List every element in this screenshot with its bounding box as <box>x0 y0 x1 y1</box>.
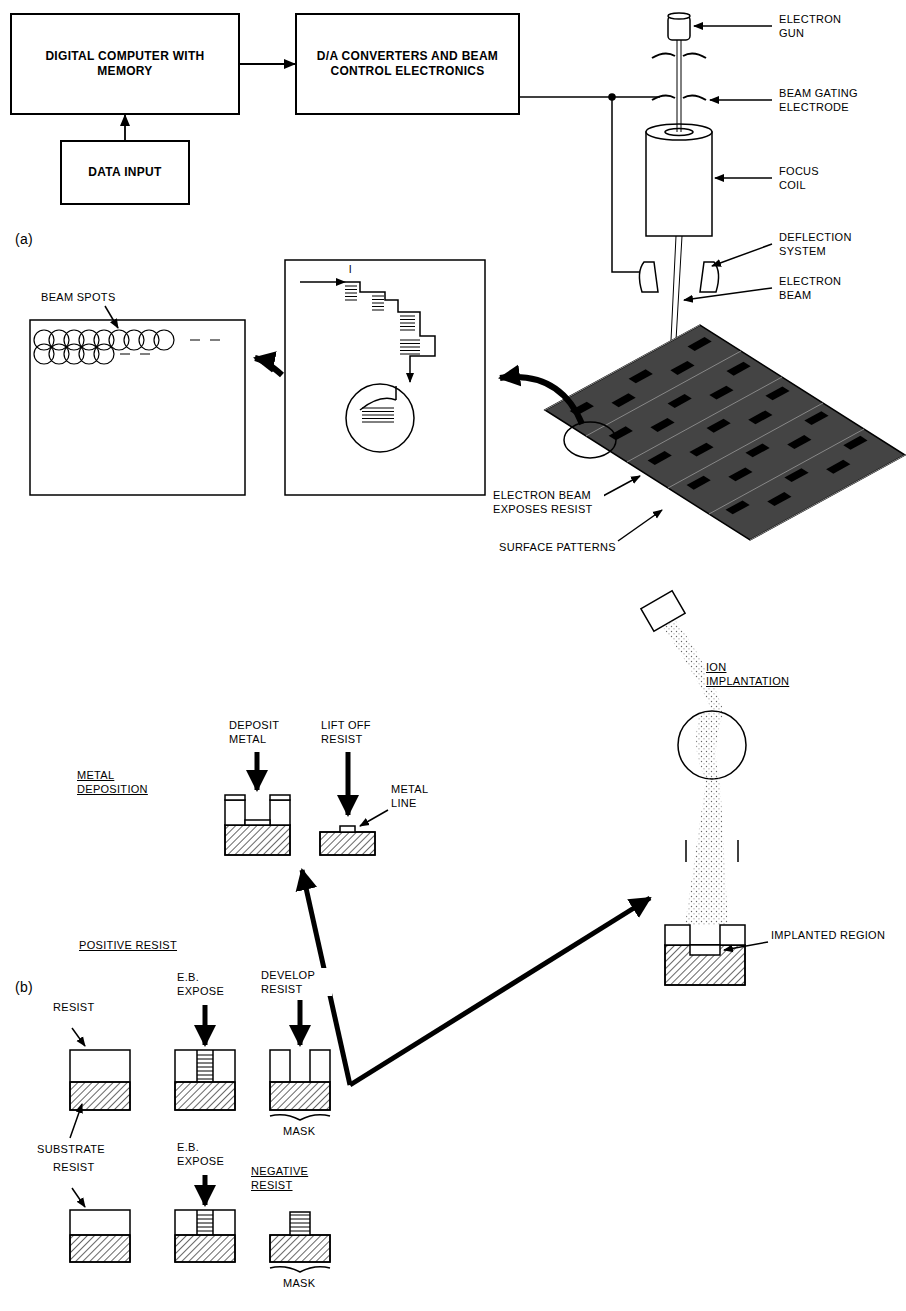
resist-heading: NEGATIVE RESIST <box>250 1164 327 1192</box>
box-text: D/A CONVERTERS AND BEAM CONTROL ELECTRON… <box>307 49 508 79</box>
connector-arrow <box>240 63 295 65</box>
callout-label: ELECTRON BEAM EXPOSES RESIST <box>492 488 604 516</box>
box-text: DATA INPUT <box>88 165 161 180</box>
step-label: LIFT OFF RESIST <box>320 718 382 746</box>
part-label: FOCUS COIL <box>778 164 840 192</box>
step-label: DEPOSIT METAL <box>228 718 290 746</box>
part-label: BEAM GATING ELECTRODE <box>778 86 860 114</box>
part-label: ELECTRON GUN <box>778 12 860 40</box>
part-label: BEAM SPOTS <box>40 290 117 304</box>
resist-heading: POSITIVE RESIST <box>78 938 178 952</box>
dimension-label: l <box>348 262 353 276</box>
callout-label: SURFACE PATTERNS <box>498 540 617 554</box>
connector-arrow <box>124 115 126 140</box>
part-label: DEFLECTION SYSTEM <box>778 230 870 258</box>
input-box: DATA INPUT <box>60 140 190 205</box>
box-text: DIGITAL COMPUTER WITH MEMORY <box>22 49 228 79</box>
figure-label: (a) <box>14 232 34 246</box>
part-label: ELECTRON BEAM <box>778 274 860 302</box>
step-label: DEVELOP RESIST <box>260 968 332 996</box>
part-label: SUBSTRATE <box>36 1142 106 1156</box>
part-label: RESIST <box>52 1160 96 1174</box>
part-label: MASK <box>282 1124 316 1138</box>
figure-label: (b) <box>14 980 34 994</box>
process-box: DIGITAL COMPUTER WITH MEMORY <box>10 13 240 115</box>
part-label: IMPLANTED REGION <box>770 928 886 942</box>
step-label: E.B. EXPOSE <box>176 970 228 998</box>
part-label: METAL LINE <box>390 782 440 810</box>
process-box: D/A CONVERTERS AND BEAM CONTROL ELECTRON… <box>295 13 520 115</box>
step-heading: ION IMPLANTATION <box>705 660 797 688</box>
step-heading: METAL DEPOSITION <box>76 768 168 796</box>
part-label: RESIST <box>52 1000 96 1014</box>
step-label: E.B. EXPOSE <box>176 1140 228 1168</box>
part-label: MASK <box>282 1276 316 1290</box>
